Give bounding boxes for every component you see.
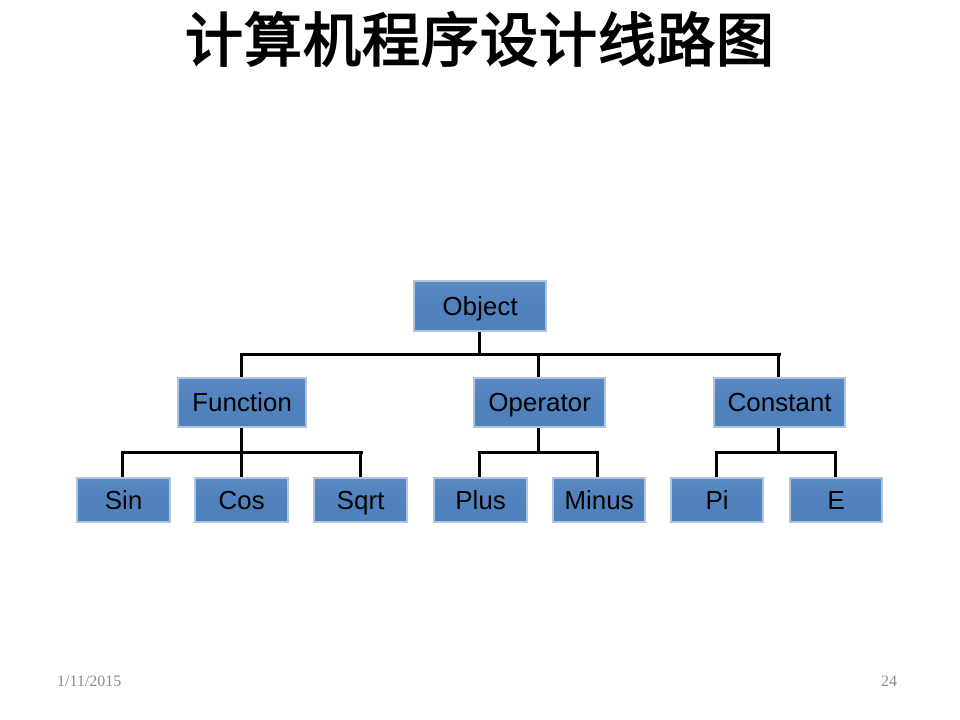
connector-constant-rail [716,451,837,454]
tree-node-sqrt: Sqrt [313,477,408,523]
tree-node-sin: Sin [76,477,171,523]
connector-drop-operator [537,353,540,377]
tree-node-object: Object [413,280,547,332]
connector-constant-stem [777,428,780,453]
footer-page-number: 24 [881,673,897,690]
tree-node-minus: Minus [552,477,646,523]
connector-drop-sqrt [359,451,362,477]
connector-function-stem [240,428,243,453]
tree-node-plus: Plus [433,477,528,523]
connector-level1-rail [240,353,781,356]
connector-drop-e [834,451,837,477]
connector-drop-cos [240,451,243,477]
tree-node-e: E [789,477,883,523]
footer-date: 1/11/2015 [57,673,122,690]
tree-node-cos: Cos [194,477,289,523]
connector-object-stem [478,332,481,355]
tree-node-pi: Pi [670,477,764,523]
connector-drop-function [240,353,243,377]
connector-drop-constant [777,353,780,377]
connector-operator-rail [479,451,599,454]
connector-drop-plus [478,451,481,477]
connector-operator-stem [537,428,540,453]
connector-drop-sin [121,451,124,477]
slide-title: 计算机程序设计线路图 [184,7,775,75]
tree-node-function: Function [177,377,307,428]
tree-node-constant: Constant [713,377,846,428]
tree-node-operator: Operator [473,377,606,428]
connector-drop-pi [715,451,718,477]
connector-drop-minus [596,451,599,477]
